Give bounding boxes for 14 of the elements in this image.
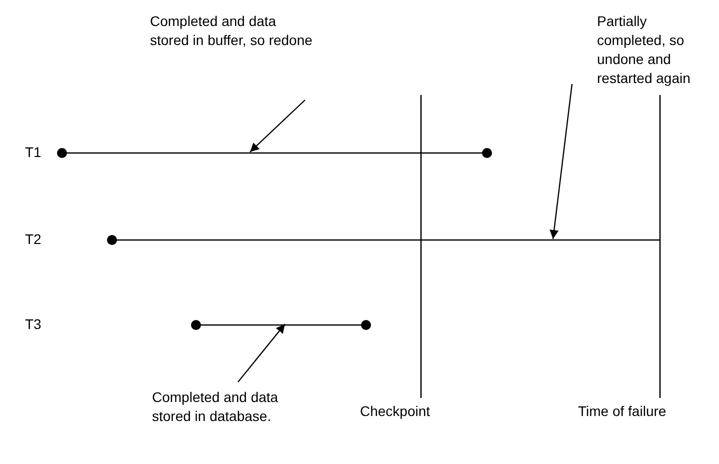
annotation-text: Completed and data stored in database. (152, 388, 312, 426)
leader-arrow (250, 100, 306, 152)
row-label: T2 (25, 230, 42, 249)
transaction-timeline (191, 320, 371, 330)
leader-arrow (238, 324, 286, 382)
annotation-text: Partially completed, so undone and restarted again (597, 12, 715, 88)
transaction-timeline (57, 148, 492, 158)
row-label: T1 (25, 143, 42, 162)
leader-arrow (550, 84, 573, 240)
axis-label: Time of failure (578, 402, 666, 421)
transaction-timeline (107, 235, 660, 245)
annotation-text: Completed and data stored in buffer, so redone (150, 12, 315, 50)
row-label: T3 (25, 315, 42, 334)
axis-label: Checkpoint (360, 402, 430, 421)
